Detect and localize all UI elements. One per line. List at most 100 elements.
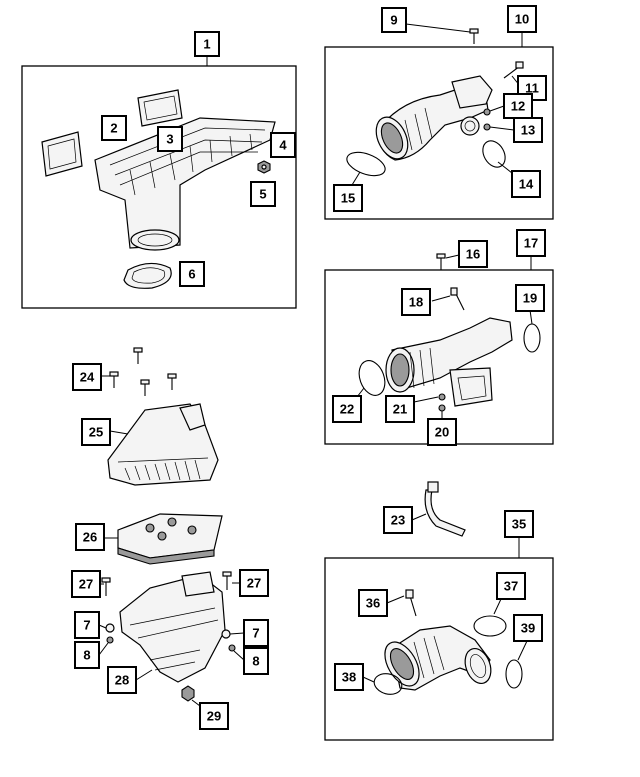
callout-4: 4 xyxy=(270,132,296,158)
svg-text:7: 7 xyxy=(83,618,90,633)
svg-text:27: 27 xyxy=(79,577,93,592)
svg-text:23: 23 xyxy=(391,513,405,528)
svg-text:20: 20 xyxy=(435,425,449,440)
callout-38: 38 xyxy=(334,663,364,691)
duct-bracket-top xyxy=(137,89,183,127)
screws-part-24 xyxy=(109,347,177,396)
svg-text:16: 16 xyxy=(466,247,480,262)
leader-21 xyxy=(413,396,439,403)
callout-18: 18 xyxy=(401,288,431,316)
leader-13 xyxy=(489,126,515,131)
screw-part-27-left xyxy=(101,577,111,596)
screw-part-16 xyxy=(436,253,446,270)
callout-12: 12 xyxy=(503,93,533,119)
svg-text:17: 17 xyxy=(524,236,538,251)
washer-part-12 xyxy=(483,108,491,116)
upper-air-hose-part xyxy=(375,75,493,161)
svg-text:24: 24 xyxy=(80,370,95,385)
svg-text:35: 35 xyxy=(512,517,526,532)
callout-10: 10 xyxy=(507,5,537,33)
sensor-part-18 xyxy=(450,287,465,311)
svg-text:14: 14 xyxy=(519,177,534,192)
clamp-part-19 xyxy=(523,323,541,353)
callout-1: 1 xyxy=(194,31,220,57)
clamp-part-37 xyxy=(473,615,507,637)
svg-text:27: 27 xyxy=(247,576,261,591)
middle-air-hose-part xyxy=(385,317,513,407)
nut-part-20 xyxy=(438,404,446,412)
callout-8-right: 8 xyxy=(243,647,269,675)
svg-text:8: 8 xyxy=(83,648,90,663)
svg-text:6: 6 xyxy=(188,267,195,282)
callout-8-left: 8 xyxy=(74,641,100,669)
duct-bracket-left xyxy=(41,131,83,177)
lower-hose-assembly-frame xyxy=(324,557,554,741)
sensor-part-36 xyxy=(405,589,417,617)
svg-text:38: 38 xyxy=(342,670,356,685)
callout-23: 23 xyxy=(383,506,413,534)
svg-text:36: 36 xyxy=(366,596,380,611)
callout-39: 39 xyxy=(513,614,543,642)
leader-36 xyxy=(386,595,405,604)
washer-part-21 xyxy=(438,393,446,401)
nut-part-13 xyxy=(483,123,491,131)
svg-text:15: 15 xyxy=(341,191,355,206)
clamp-part-22 xyxy=(358,360,386,396)
svg-text:2: 2 xyxy=(110,121,117,136)
leader-19 xyxy=(529,309,533,325)
leader-28 xyxy=(135,669,153,681)
leader-37 xyxy=(493,598,502,615)
callout-27-left: 27 xyxy=(71,570,101,598)
upper-hose-assembly-frame xyxy=(324,46,554,220)
svg-text:26: 26 xyxy=(83,530,97,545)
leader-29 xyxy=(191,699,201,707)
air-filter-part-26 xyxy=(117,513,223,565)
air-cleaner-housing-part-28 xyxy=(119,571,226,683)
callout-24: 24 xyxy=(72,363,102,391)
callout-7-right: 7 xyxy=(243,619,269,647)
svg-text:5: 5 xyxy=(259,187,266,202)
svg-text:21: 21 xyxy=(393,402,407,417)
svg-text:28: 28 xyxy=(115,673,129,688)
svg-text:19: 19 xyxy=(523,291,537,306)
nut-part-8-right xyxy=(228,644,236,652)
nut-part-5 xyxy=(257,160,271,174)
svg-text:9: 9 xyxy=(390,13,397,28)
callout-9: 9 xyxy=(381,7,407,33)
leader-12 xyxy=(489,105,505,112)
clamp-part-38 xyxy=(373,673,403,695)
callout-19: 19 xyxy=(515,284,545,312)
leader-7a xyxy=(98,624,107,629)
vent-hose-part-23 xyxy=(424,481,466,537)
grommet-part-7-left xyxy=(105,623,115,633)
screw-part-9 xyxy=(469,28,479,44)
bolt-part-11 xyxy=(503,61,524,79)
svg-text:8: 8 xyxy=(252,654,259,669)
seal-part-6 xyxy=(123,262,172,289)
svg-text:4: 4 xyxy=(279,138,287,153)
clamp-part-14 xyxy=(482,140,506,168)
callout-37: 37 xyxy=(496,572,526,600)
callout-22: 22 xyxy=(332,395,362,423)
svg-text:18: 18 xyxy=(409,295,423,310)
callout-26: 26 xyxy=(75,523,105,551)
grommet-part-29 xyxy=(181,685,195,702)
air-cleaner-cover-part-25 xyxy=(107,403,219,486)
leader-25 xyxy=(109,430,129,435)
leader-23 xyxy=(411,513,427,521)
callout-28: 28 xyxy=(107,666,137,694)
callout-3: 3 xyxy=(157,126,183,152)
leader-16 xyxy=(445,254,460,259)
leader-8b xyxy=(233,650,245,661)
leader-18 xyxy=(431,295,451,302)
leader-15 xyxy=(351,171,361,186)
leader-39 xyxy=(517,640,528,661)
screw-part-27-right xyxy=(222,571,232,590)
callout-35: 35 xyxy=(504,510,534,538)
leader-8a xyxy=(98,642,109,656)
air-duct-part xyxy=(94,117,276,251)
callout-5: 5 xyxy=(250,181,276,207)
svg-text:11: 11 xyxy=(525,81,539,96)
nut-part-8-left xyxy=(106,636,114,644)
